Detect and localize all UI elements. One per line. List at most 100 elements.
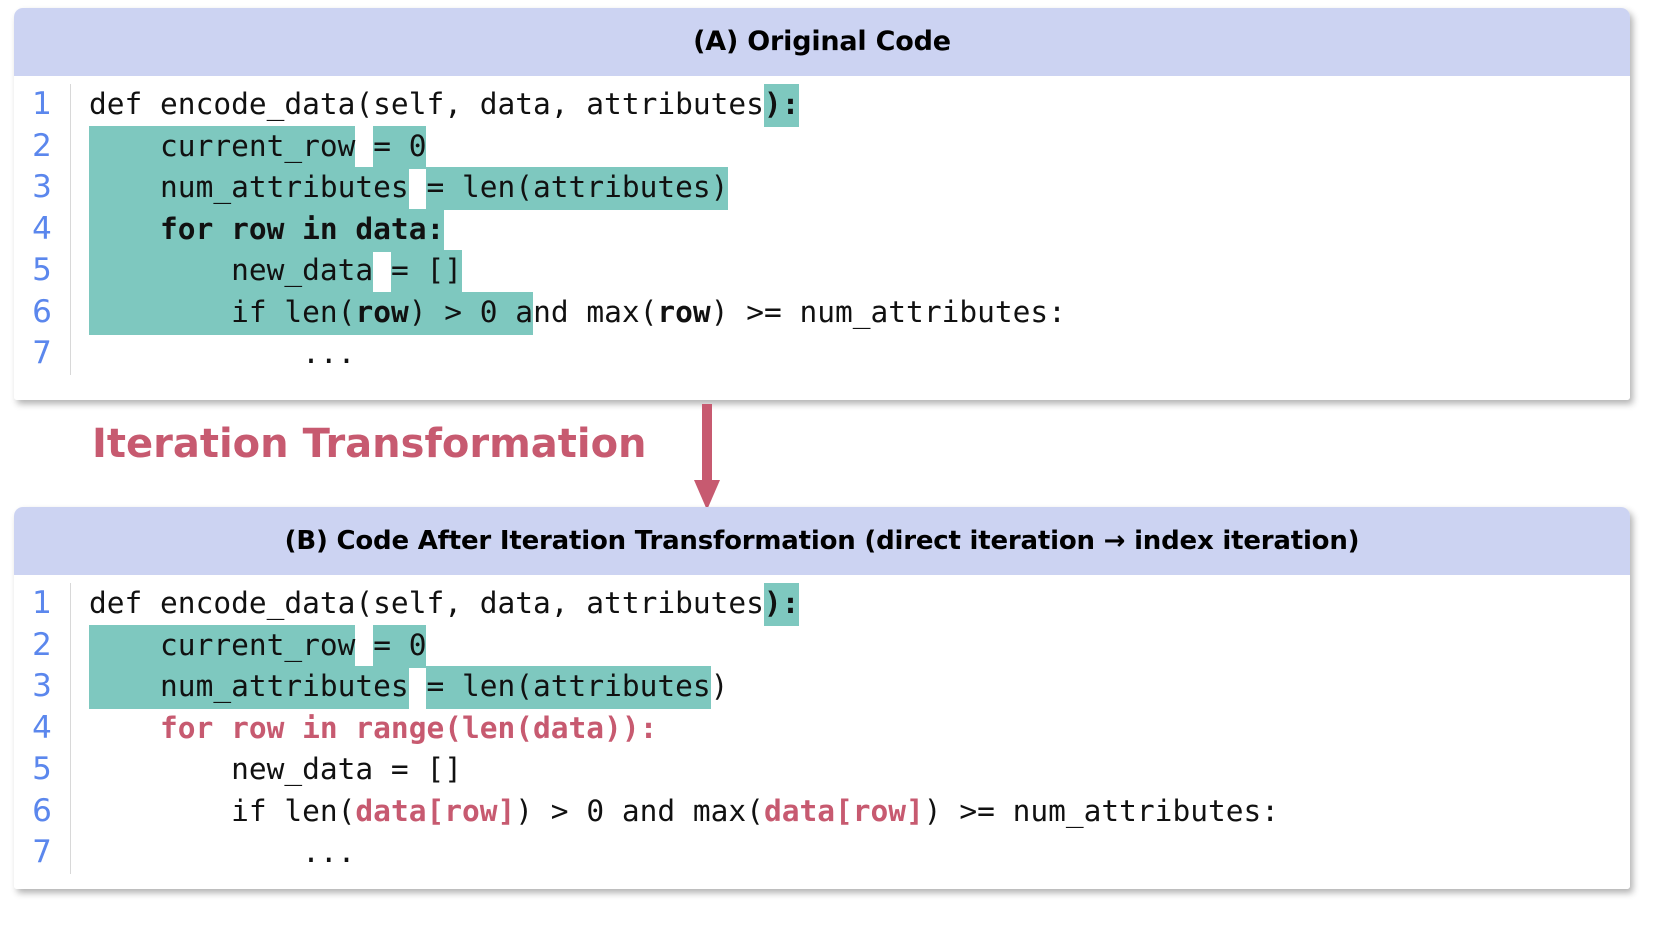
code-line: 5 new_data = [] xyxy=(14,250,1630,293)
gutter-divider xyxy=(70,167,71,209)
code-token: ... xyxy=(89,336,356,370)
code-token-highlighted: new_data xyxy=(231,250,374,293)
code-token-highlighted xyxy=(89,125,161,169)
gutter-divider xyxy=(70,291,71,333)
code-token-changed: data[row] xyxy=(763,793,924,828)
code-token: def encode_data(self, data, attributes xyxy=(89,586,764,620)
line-number: 7 xyxy=(32,335,52,371)
gutter-divider xyxy=(70,624,71,666)
code-token-highlighted xyxy=(89,250,232,293)
code-line: 7 ... xyxy=(14,832,1630,874)
code-text: num_attributes = len(attributes) xyxy=(71,666,729,709)
code-token xyxy=(355,129,373,163)
code-token xyxy=(409,170,427,204)
gutter-divider xyxy=(70,666,71,708)
panel-transformed-code: (B) Code After Iteration Transformation … xyxy=(14,507,1630,889)
code-token: def encode_data(self, data, attributes xyxy=(89,87,764,121)
line-number: 2 xyxy=(32,626,52,663)
code-line: 1 def encode_data(self, data, attributes)… xyxy=(14,84,1630,127)
code-token-highlighted: = len(attributes xyxy=(426,666,711,709)
code-token xyxy=(355,628,373,662)
line-number: 5 xyxy=(32,751,52,787)
code-line: 4 for row in range(len(data)): xyxy=(14,707,1630,749)
line-number: 1 xyxy=(32,585,52,621)
code-token-highlighted xyxy=(89,666,161,709)
code-text: ... xyxy=(71,832,355,874)
code-token-changed: data[row] xyxy=(355,793,516,828)
code-token: ) >= num_attributes: xyxy=(923,793,1280,828)
code-token-highlighted: = len(attributes) xyxy=(426,167,729,210)
code-token-highlighted: = 0 xyxy=(373,624,427,668)
code-token-highlighted: current_row xyxy=(160,125,356,169)
code-token-highlighted: row xyxy=(355,291,409,335)
arrow-down-icon xyxy=(694,404,720,512)
code-token-highlighted: current_row xyxy=(160,624,356,668)
gutter-divider xyxy=(70,707,71,749)
gutter-divider xyxy=(70,333,71,375)
code-token-highlighted: num_attributes xyxy=(160,167,409,210)
code-token-highlighted: = 0 xyxy=(373,125,427,169)
code-token: ) > 0 and max( xyxy=(515,793,764,828)
code-text: current_row = 0 xyxy=(71,624,427,668)
code-token-highlighted xyxy=(89,167,161,210)
code-text: current_row = 0 xyxy=(71,125,427,169)
panel-b-code-block: 1 def encode_data(self, data, attributes)… xyxy=(14,575,1630,889)
code-line: 6 if len(data[row]) > 0 and max(data[row… xyxy=(14,790,1630,833)
code-line: 3 num_attributes = len(attributes) xyxy=(14,167,1630,210)
code-token-changed: for row in range(len(data)): xyxy=(89,710,658,745)
code-line: 1 def encode_data(self, data, attributes)… xyxy=(14,583,1630,626)
gutter-divider xyxy=(70,583,71,625)
code-line: 6 if len(row) > 0 and max(row) >= num_at… xyxy=(14,291,1630,335)
code-text: new_data = [] xyxy=(71,250,462,293)
code-text: if len(data[row]) > 0 and max(data[row])… xyxy=(71,791,1279,833)
code-line: 2 current_row = 0 xyxy=(14,125,1630,169)
gutter-divider xyxy=(70,208,71,250)
code-line: 4 for row in data: xyxy=(14,208,1630,252)
code-token: if len( xyxy=(89,793,356,828)
code-token xyxy=(409,669,427,703)
panel-original-code: (A) Original Code 1 def encode_data(self,… xyxy=(14,8,1630,400)
gutter-divider xyxy=(70,84,71,126)
line-number: 2 xyxy=(32,127,52,164)
panel-a-code-block: 1 def encode_data(self, data, attributes)… xyxy=(14,76,1630,400)
line-number: 7 xyxy=(32,834,52,870)
code-token-highlighted: num_attributes xyxy=(160,666,409,709)
code-token-highlighted: if xyxy=(231,291,285,335)
line-number: 3 xyxy=(32,668,52,704)
gutter-divider xyxy=(70,125,71,167)
code-token: ... xyxy=(89,835,356,869)
code-token: row xyxy=(657,294,711,329)
code-line: 2 current_row = 0 xyxy=(14,624,1630,668)
line-number: 4 xyxy=(32,709,52,746)
code-token: new_data = [] xyxy=(89,752,462,786)
gutter-divider xyxy=(70,832,71,874)
line-number: 3 xyxy=(32,169,52,205)
code-token-highlighted xyxy=(89,624,161,668)
code-text: new_data = [] xyxy=(71,749,462,791)
code-token-highlighted: ): xyxy=(763,583,800,626)
code-token-highlighted: for row in data: xyxy=(160,208,445,252)
code-token-highlighted xyxy=(89,208,161,252)
gutter-divider xyxy=(70,790,71,832)
code-token xyxy=(373,253,391,287)
code-token: nd max( xyxy=(533,294,658,329)
gutter-divider xyxy=(70,250,71,292)
line-number: 4 xyxy=(32,210,52,247)
code-text: def encode_data(self, data, attributes): xyxy=(71,84,800,127)
line-number: 6 xyxy=(32,792,52,829)
code-token-highlighted xyxy=(89,291,232,335)
code-token: ) >= num_attributes: xyxy=(710,294,1066,329)
code-text: def encode_data(self, data, attributes): xyxy=(71,583,800,626)
panel-a-title: (A) Original Code xyxy=(14,8,1630,76)
code-text: if len(row) > 0 and max(row) >= num_attr… xyxy=(71,291,1066,335)
code-token: ) xyxy=(710,669,729,703)
code-token-highlighted: ): xyxy=(763,84,800,127)
line-number: 6 xyxy=(32,293,52,330)
gutter-divider xyxy=(70,749,71,791)
code-line: 7 ... xyxy=(14,333,1630,375)
code-text: num_attributes = len(attributes) xyxy=(71,167,729,210)
transition-label: Iteration Transformation xyxy=(92,421,647,467)
code-text: ... xyxy=(71,333,355,375)
line-number: 1 xyxy=(32,86,52,122)
